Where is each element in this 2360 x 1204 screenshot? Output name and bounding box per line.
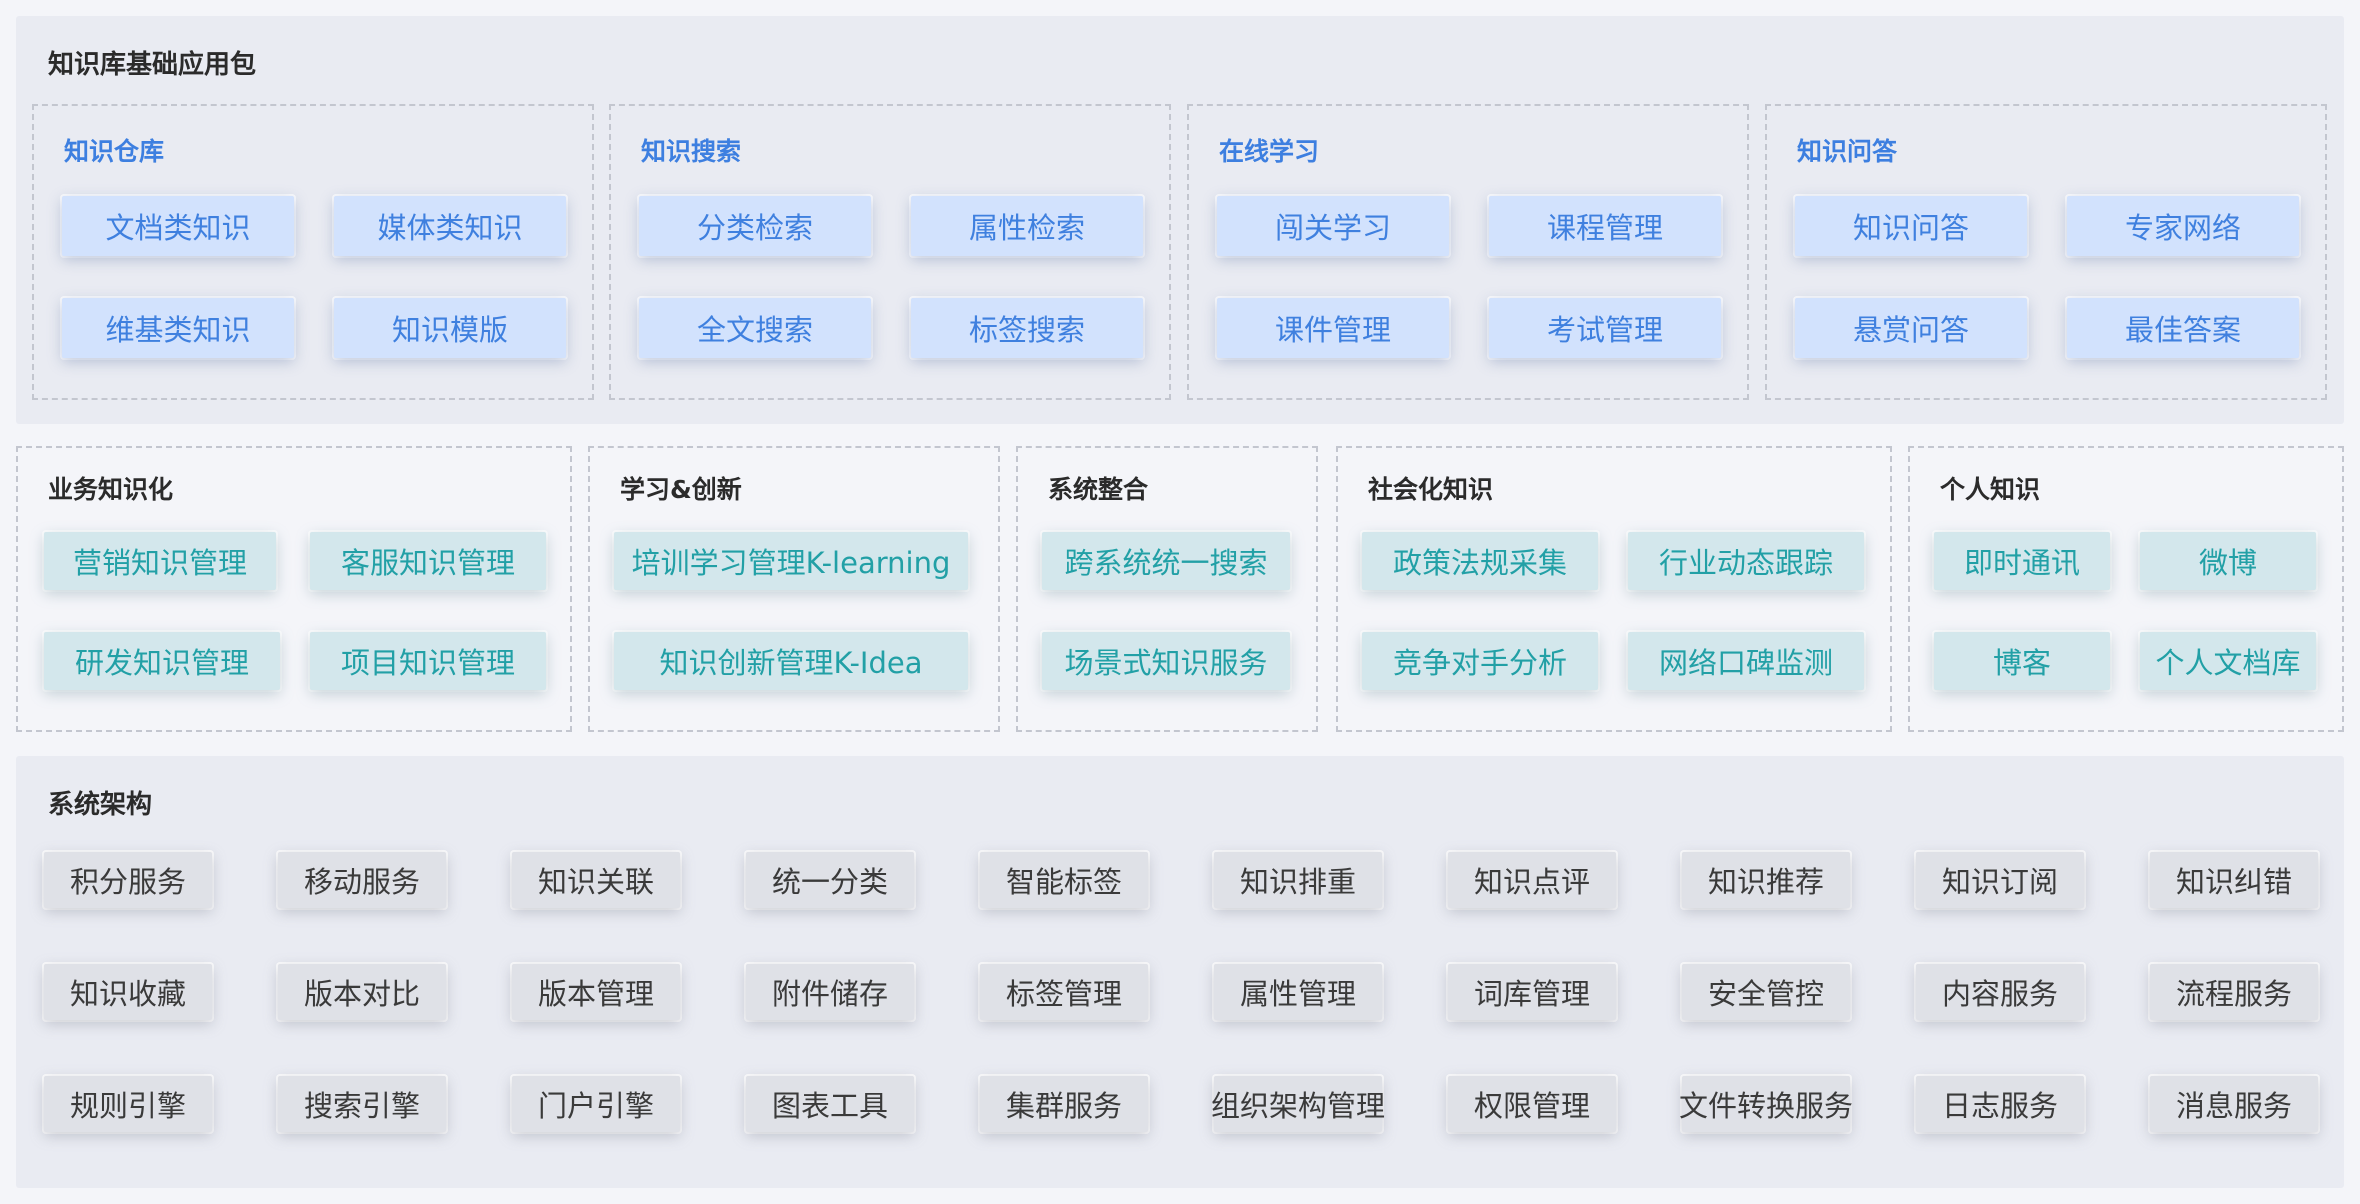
arch-tile[interactable]: 文件转换服务 — [1679, 1076, 1853, 1132]
tile-tag-search[interactable]: 标签搜索 — [911, 298, 1143, 358]
arch-tile[interactable]: 附件储存 — [746, 964, 914, 1020]
arch-tile[interactable]: 知识点评 — [1448, 852, 1616, 908]
group-personal-knowledge: 个人知识 即时通讯 微博 博客 个人文档库 — [1908, 446, 2344, 732]
tile-document-knowledge[interactable]: 文档类知识 — [62, 196, 294, 256]
arch-tile[interactable]: 门户引擎 — [512, 1076, 680, 1132]
group-title: 在线学习 — [1219, 137, 1320, 166]
group-social-knowledge: 社会化知识 政策法规采集 行业动态跟踪 竞争对手分析 网络口碑监测 — [1336, 446, 1892, 732]
tile-instant-messaging[interactable]: 即时通讯 — [1934, 532, 2110, 590]
tile-attribute-search[interactable]: 属性检索 — [911, 196, 1143, 256]
group-business-knowledge: 业务知识化 营销知识管理 客服知识管理 研发知识管理 项目知识管理 — [16, 446, 572, 732]
arch-tile[interactable]: 积分服务 — [44, 852, 212, 908]
tile-industry-tracking[interactable]: 行业动态跟踪 — [1628, 532, 1864, 590]
tile-fulltext-search[interactable]: 全文搜索 — [639, 298, 871, 358]
tile-courseware-management[interactable]: 课件管理 — [1217, 298, 1449, 358]
tile-competitor-analysis[interactable]: 竞争对手分析 — [1362, 632, 1598, 690]
group-online-learning: 在线学习 闯关学习 课程管理 课件管理 考试管理 — [1187, 104, 1749, 400]
arch-tile[interactable]: 图表工具 — [746, 1076, 914, 1132]
arch-tile[interactable]: 智能标签 — [980, 852, 1148, 908]
arch-tile[interactable]: 知识纠错 — [2150, 852, 2318, 908]
arch-tile[interactable]: 安全管控 — [1682, 964, 1850, 1020]
arch-tile[interactable]: 内容服务 — [1916, 964, 2084, 1020]
section-title: 系统架构 — [48, 790, 153, 820]
arch-tile[interactable]: 版本管理 — [512, 964, 680, 1020]
tile-reputation-monitoring[interactable]: 网络口碑监测 — [1628, 632, 1864, 690]
group-title: 知识搜索 — [641, 137, 742, 166]
group-knowledge-qa: 知识问答 知识问答 专家网络 悬赏问答 最佳答案 — [1765, 104, 2327, 400]
arch-tile[interactable]: 消息服务 — [2150, 1076, 2318, 1132]
arch-tile[interactable]: 日志服务 — [1916, 1076, 2084, 1132]
tile-level-learning[interactable]: 闯关学习 — [1217, 196, 1449, 256]
tile-expert-network[interactable]: 专家网络 — [2067, 196, 2299, 256]
group-title: 个人知识 — [1940, 475, 2041, 504]
tile-reward-qa[interactable]: 悬赏问答 — [1795, 298, 2027, 358]
tile-policy-collection[interactable]: 政策法规采集 — [1362, 532, 1598, 590]
arch-tile[interactable]: 流程服务 — [2150, 964, 2318, 1020]
arch-tile[interactable]: 规则引擎 — [44, 1076, 212, 1132]
tile-wiki-knowledge[interactable]: 维基类知识 — [62, 298, 294, 358]
tile-category-search[interactable]: 分类检索 — [639, 196, 871, 256]
group-knowledge-repository: 知识仓库 文档类知识 媒体类知识 维基类知识 知识模版 — [32, 104, 594, 400]
arch-tile[interactable]: 知识收藏 — [44, 964, 212, 1020]
group-title: 社会化知识 — [1368, 475, 1494, 504]
group-system-integration: 系统整合 跨系统统一搜索 场景式知识服务 — [1016, 446, 1318, 732]
tile-service-knowledge[interactable]: 客服知识管理 — [310, 532, 546, 590]
tile-scenario-knowledge-service[interactable]: 场景式知识服务 — [1042, 632, 1290, 690]
tile-best-answer[interactable]: 最佳答案 — [2067, 298, 2299, 358]
arch-tile[interactable]: 移动服务 — [278, 852, 446, 908]
group-title: 业务知识化 — [48, 475, 174, 504]
group-title: 学习&创新 — [620, 475, 742, 504]
arch-tile[interactable]: 统一分类 — [746, 852, 914, 908]
tile-microblog[interactable]: 微博 — [2140, 532, 2316, 590]
group-title: 知识仓库 — [64, 137, 165, 166]
tile-knowledge-template[interactable]: 知识模版 — [334, 298, 566, 358]
arch-tile[interactable]: 词库管理 — [1448, 964, 1616, 1020]
group-title: 系统整合 — [1048, 475, 1149, 504]
tile-project-knowledge[interactable]: 项目知识管理 — [310, 632, 546, 690]
tile-course-management[interactable]: 课程管理 — [1489, 196, 1721, 256]
arch-tile[interactable]: 知识推荐 — [1682, 852, 1850, 908]
arch-tile[interactable]: 组织架构管理 — [1211, 1076, 1385, 1132]
group-title: 知识问答 — [1797, 137, 1898, 166]
arch-tile[interactable]: 知识关联 — [512, 852, 680, 908]
group-knowledge-search: 知识搜索 分类检索 属性检索 全文搜索 标签搜索 — [609, 104, 1171, 400]
tile-personal-doc-library[interactable]: 个人文档库 — [2140, 632, 2316, 690]
arch-tile[interactable]: 版本对比 — [278, 964, 446, 1020]
tile-blog[interactable]: 博客 — [1934, 632, 2110, 690]
arch-tile[interactable]: 标签管理 — [980, 964, 1148, 1020]
arch-tile[interactable]: 集群服务 — [980, 1076, 1148, 1132]
arch-tile[interactable]: 知识订阅 — [1916, 852, 2084, 908]
arch-tile[interactable]: 搜索引擎 — [278, 1076, 446, 1132]
tile-innovation-k-idea[interactable]: 知识创新管理K-Idea — [614, 632, 968, 690]
group-learning-innovation: 学习&创新 培训学习管理K-learning 知识创新管理K-Idea — [588, 446, 1000, 732]
tile-training-k-learning[interactable]: 培训学习管理K-learning — [614, 532, 968, 590]
tile-marketing-knowledge[interactable]: 营销知识管理 — [44, 532, 276, 590]
tile-cross-system-search[interactable]: 跨系统统一搜索 — [1042, 532, 1290, 590]
arch-tile[interactable]: 权限管理 — [1448, 1076, 1616, 1132]
tile-exam-management[interactable]: 考试管理 — [1489, 298, 1721, 358]
arch-tile[interactable]: 知识排重 — [1214, 852, 1382, 908]
tile-media-knowledge[interactable]: 媒体类知识 — [334, 196, 566, 256]
arch-tile[interactable]: 属性管理 — [1214, 964, 1382, 1020]
tile-knowledge-qa[interactable]: 知识问答 — [1795, 196, 2027, 256]
tile-rd-knowledge[interactable]: 研发知识管理 — [44, 632, 280, 690]
section-title: 知识库基础应用包 — [48, 50, 257, 80]
